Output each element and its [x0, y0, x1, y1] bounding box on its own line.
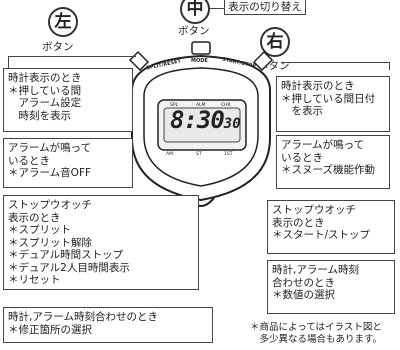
- lcd-time-main: 8:30: [170, 106, 225, 134]
- right-connector: [282, 62, 390, 63]
- left-box-stopwatch-line: ストップウオッチ: [8, 199, 92, 211]
- lcd-top-mark-1: SPL: [170, 103, 179, 108]
- connector-line: [210, 8, 224, 9]
- brand-mode: MODE: [191, 58, 208, 64]
- left-connector: [8, 56, 136, 57]
- right-box-setting-line: 合わせのとき: [272, 276, 335, 289]
- left-box-clock-line: 時計表示のとき: [8, 72, 82, 84]
- left-box-setting-line: 時計,アラーム時刻合わせのとき: [8, 311, 159, 323]
- left-box-stopwatch-line: ＊スプリット解除: [8, 236, 92, 249]
- right-connector-vertical: [389, 62, 390, 70]
- left-box-alarm-line: いるとき: [8, 154, 50, 167]
- right-box-stopwatch-line: ストップウオッチ: [272, 204, 356, 216]
- left-box-setting-line: ＊修正箇所の選択: [8, 323, 92, 336]
- footnote-line: 多少異なる場合もあります。: [250, 334, 383, 345]
- right-box-stopwatch-line: ＊スタート/ストップ: [272, 229, 371, 241]
- right-box-clock-line: 時計表示のとき: [281, 80, 355, 92]
- middle-function-box: 表示の切り替え: [224, 0, 306, 15]
- lcd-bottom-mark-3: 1ST: [224, 152, 233, 157]
- lcd-time-seconds: 30: [223, 116, 241, 132]
- left-box-alarm-line: アラームが鳴って: [8, 142, 92, 154]
- middle-function-label: 表示の切り替え: [228, 1, 302, 13]
- left-box-stopwatch-line: ＊デュアル時間ストップ: [8, 249, 124, 261]
- middle-button-symbol: 中: [180, 0, 210, 24]
- footnote-line: ＊商品によってはイラスト図と: [250, 322, 382, 333]
- left-button-symbol: 左: [48, 7, 78, 37]
- left-box-stopwatch-line: 表示のとき: [8, 211, 61, 224]
- lcd-bottom-mark-2: ST: [196, 152, 202, 157]
- right-box-stopwatch-line: 表示のとき: [272, 216, 325, 229]
- left-box-setting: 時計,アラーム時刻合わせのとき ＊修正箇所の選択: [3, 307, 213, 343]
- lcd-time: 8:3030: [170, 106, 241, 134]
- left-box-alarm-line: ＊アラーム音OFF: [8, 167, 92, 179]
- left-box-clock: 時計表示のとき ＊押している間 アラーム設定 時刻を表示: [3, 68, 133, 132]
- left-box-stopwatch: ストップウオッチ 表示のとき ＊スプリット ＊スプリット解除 ＊デュアル時間スト…: [3, 195, 199, 290]
- left-connector-vertical: [8, 56, 9, 68]
- left-button-label: ボタン: [42, 41, 74, 53]
- right-box-setting-line: ＊数値の選択: [272, 289, 335, 301]
- right-box-alarm-line: ＊スヌーズ機能作動: [281, 164, 375, 176]
- left-box-clock-line: ＊押している間: [8, 84, 82, 97]
- middle-button-label: ボタン: [178, 25, 210, 37]
- lcd-top-mark-3: CHR: [221, 103, 231, 108]
- right-box-clock: 時計表示のとき ＊押している間日付 を表示: [276, 76, 390, 132]
- left-box-stopwatch-line: ＊スプリット: [8, 224, 71, 236]
- right-box-setting: 時計,アラーム時刻 合わせのとき ＊数値の選択: [267, 260, 395, 314]
- right-box-setting-line: 時計,アラーム時刻: [272, 264, 360, 276]
- left-box-clock-line: 時刻を表示: [8, 109, 71, 122]
- lcd-bottom-mark-1: AM: [166, 152, 173, 157]
- left-box-alarm: アラームが鳴って いるとき ＊アラーム音OFF: [3, 138, 133, 188]
- left-box-stopwatch-line: ＊リセット: [8, 274, 61, 286]
- right-box-alarm-line: アラームが鳴って: [281, 139, 365, 151]
- right-box-clock-line: を表示: [281, 105, 323, 117]
- right-box-alarm: アラームが鳴って いるとき ＊スヌーズ機能作動: [276, 135, 390, 189]
- left-box-clock-line: アラーム設定: [8, 97, 82, 109]
- footnote: ＊商品によってはイラスト図と 多少異なる場合もあります。: [250, 322, 382, 346]
- lcd-top-mark-2: ALM: [196, 103, 206, 108]
- right-box-stopwatch: ストップウオッチ 表示のとき ＊スタート/ストップ: [267, 200, 395, 254]
- left-box-stopwatch-line: ＊デュアル2人目時間表示: [8, 261, 130, 274]
- right-box-clock-line: ＊押している間日付: [281, 92, 376, 105]
- right-box-alarm-line: いるとき: [281, 151, 323, 164]
